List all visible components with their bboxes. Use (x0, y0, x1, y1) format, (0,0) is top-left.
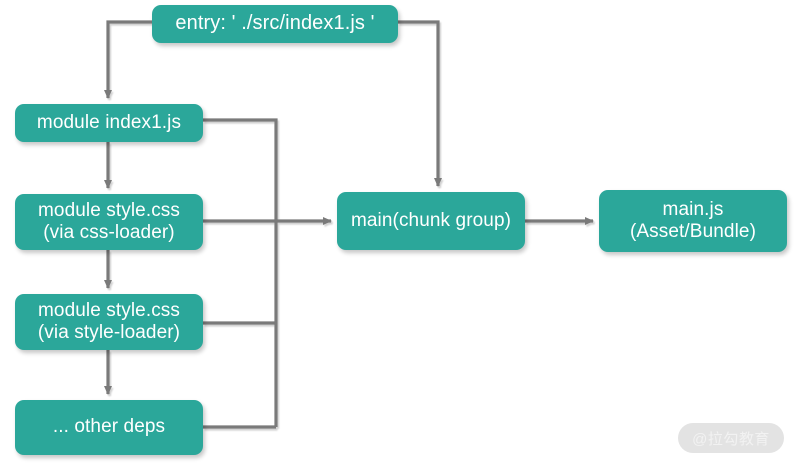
edge-entry-to-chunk (398, 20, 442, 187)
node-module-index1[interactable]: module index1.js (15, 104, 203, 142)
node-module-style-style-loader[interactable]: module style.css (via style-loader) (15, 294, 203, 350)
edge-index-to-bus (203, 118, 278, 427)
watermark-badge: @拉勾教育 (678, 423, 784, 453)
node-module-style-css-loader[interactable]: module style.css (via css-loader) (15, 194, 203, 250)
node-entry[interactable]: entry: ' ./src/index1.js ' (152, 5, 398, 43)
node-other-deps[interactable]: ... other deps (15, 400, 203, 455)
node-main-chunk-group[interactable]: main(chunk group) (337, 192, 525, 250)
edge-entry-to-index (104, 20, 152, 99)
node-main-js-asset-bundle[interactable]: main.js (Asset/Bundle) (599, 190, 787, 252)
